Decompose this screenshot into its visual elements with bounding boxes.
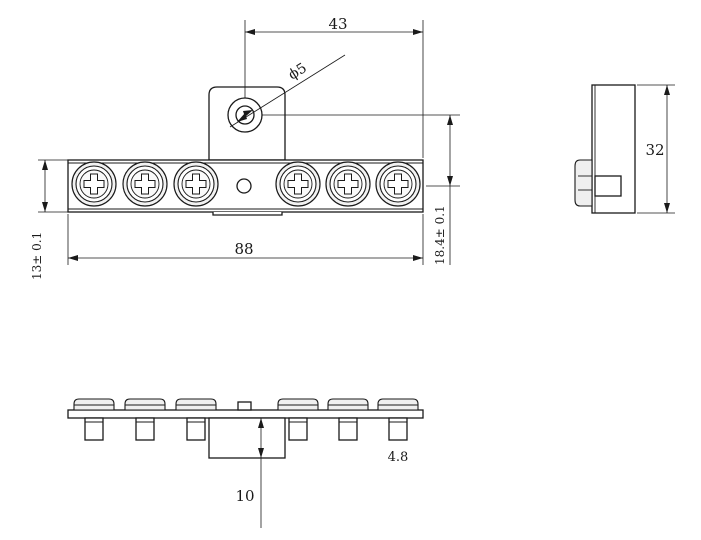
screw-head-5	[325, 161, 371, 207]
dim-phi5-arrow-b	[243, 110, 253, 117]
bottom-screw-3	[175, 398, 217, 441]
dim-32-arrow-bottom	[664, 203, 670, 213]
phillips-cross-icon	[387, 173, 409, 195]
bottom-screw-head	[124, 398, 166, 411]
screw-head-1	[71, 161, 117, 207]
bar-center-hole	[236, 178, 252, 194]
dim-32-label: 32	[645, 141, 664, 159]
bottom-screw-head	[175, 398, 217, 411]
bottom-center-post	[237, 401, 252, 411]
dim-18-4-arrow-top	[447, 115, 453, 125]
dim-88-label: 88	[234, 240, 253, 258]
dim-43-arrow-right	[413, 29, 423, 35]
bottom-screw-shank	[135, 417, 155, 441]
bottom-screw-shank	[388, 417, 408, 441]
dim-10-arrow-top	[258, 418, 264, 428]
bottom-screw-shank	[288, 417, 308, 441]
bottom-screw-row	[73, 398, 419, 441]
bottom-screw-shank	[84, 417, 104, 441]
front-view: 43 ϕ5 18.4± 0.1 13± 0.1 88	[30, 15, 460, 280]
dim-32-arrow-top	[664, 85, 670, 95]
tab-lower-lip	[212, 212, 283, 216]
dim-18-4-arrow-bottom	[447, 176, 453, 186]
phillips-cross-icon	[337, 173, 359, 195]
bottom-screw-shank	[338, 417, 358, 441]
dim-43-label: 43	[328, 15, 347, 33]
bottom-screw-head	[73, 398, 115, 411]
bottom-screw-6	[377, 398, 419, 441]
dim-phi5-label: ϕ5	[286, 60, 310, 83]
screw-head-4	[275, 161, 321, 207]
dim-43-arrow-left	[245, 29, 255, 35]
phillips-cross-icon	[83, 173, 105, 195]
screw-head-2	[122, 161, 168, 207]
dim-13-arrow-top	[42, 160, 48, 170]
dim-18-4-label: 18.4± 0.1	[433, 205, 447, 265]
bottom-screw-shank	[186, 417, 206, 441]
dim-13-label: 13± 0.1	[30, 232, 44, 280]
bottom-screw-4	[277, 398, 319, 441]
bottom-tab-block	[208, 417, 286, 459]
bottom-screw-head	[377, 398, 419, 411]
dim-13-arrow-bottom	[42, 202, 48, 212]
bottom-screw-1	[73, 398, 115, 441]
screw-head-3	[173, 161, 219, 207]
dim-4-8-label: 4.8	[388, 450, 409, 465]
phillips-cross-icon	[287, 173, 309, 195]
side-view: 32	[574, 84, 675, 214]
screw-head-6	[375, 161, 421, 207]
dim-10-label: 10	[235, 487, 254, 505]
screw-row	[71, 161, 421, 207]
bottom-view: 10 4.8	[67, 398, 424, 528]
bottom-screw-5	[327, 398, 369, 441]
dim-88-arrow-left	[68, 255, 78, 261]
bottom-bar	[67, 409, 424, 419]
bottom-screw-head	[327, 398, 369, 411]
bottom-screw-2	[124, 398, 166, 441]
dim-phi5-leader	[229, 54, 346, 128]
bottom-screw-head	[277, 398, 319, 411]
dim-88-arrow-right	[413, 255, 423, 261]
phillips-cross-icon	[185, 173, 207, 195]
side-screw-head	[574, 159, 593, 207]
phillips-cross-icon	[134, 173, 156, 195]
side-screw-shank	[594, 175, 622, 197]
dim-10-arrow-bottom	[258, 448, 264, 458]
